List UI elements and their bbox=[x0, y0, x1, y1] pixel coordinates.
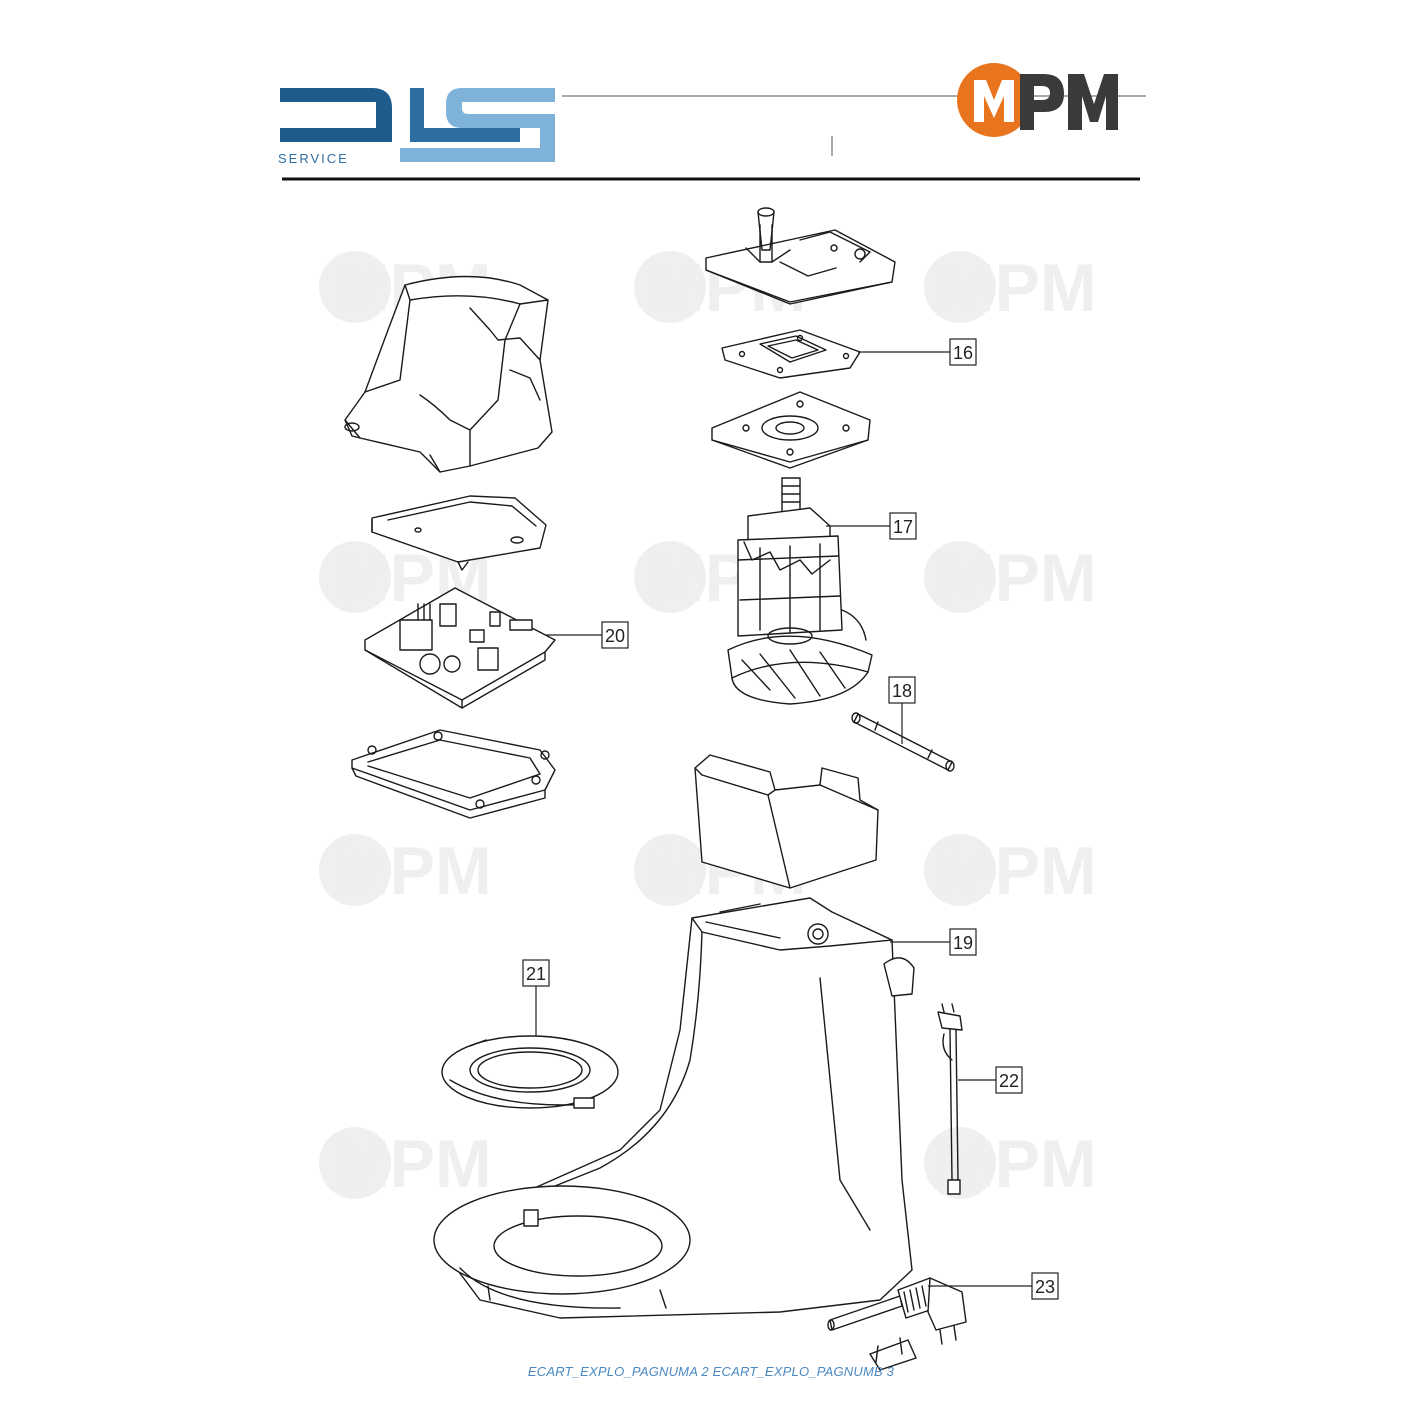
top-housing-part bbox=[344, 275, 553, 473]
callout-20: 20 bbox=[601, 621, 629, 649]
callout-22-label: 22 bbox=[999, 1071, 1019, 1091]
callout-layer bbox=[535, 351, 1032, 1287]
callout-20-label: 20 bbox=[605, 626, 625, 646]
watermark-text: MPM bbox=[333, 1126, 492, 1202]
callout-16: 16 bbox=[949, 338, 977, 366]
pcb-part bbox=[364, 587, 556, 709]
callout-18-label: 18 bbox=[892, 681, 912, 701]
footer-reference: ECART_EXPLO_PAGNUMA 2 ECART_EXPLO_PAGNUM… bbox=[527, 1364, 895, 1379]
callout-23-label: 23 bbox=[1035, 1277, 1055, 1297]
watermark-logo: MPM bbox=[319, 1126, 492, 1202]
seal-part bbox=[721, 329, 861, 379]
callout-16-label: 16 bbox=[953, 343, 973, 363]
callout-21: 21 bbox=[522, 959, 550, 987]
cup-insert-part bbox=[694, 754, 879, 889]
shaft-part bbox=[851, 712, 955, 772]
watermark-logo: MPM bbox=[924, 1126, 1097, 1202]
watermark-text: MPM bbox=[938, 1126, 1097, 1202]
motor-plate-part bbox=[711, 391, 871, 469]
watermark-text: MPM bbox=[938, 250, 1097, 326]
callout-22: 22 bbox=[995, 1066, 1023, 1094]
watermark-logo: MPM bbox=[924, 540, 1097, 616]
callout-19: 19 bbox=[949, 928, 977, 956]
watermark-grid: MPMMPMMPMMPMMPMMPMMPMMPMMPMMPMMPMMPM bbox=[319, 250, 1097, 1202]
power-cord-part bbox=[827, 1277, 967, 1371]
board-cover-part bbox=[371, 495, 547, 571]
callout-21-label: 21 bbox=[526, 964, 546, 984]
watermark-text: MPM bbox=[938, 540, 1097, 616]
callout-19-label: 19 bbox=[953, 933, 973, 953]
callout-23: 23 bbox=[1031, 1272, 1059, 1300]
watermark-logo: MPM bbox=[319, 833, 492, 909]
base-gasket-part bbox=[351, 729, 556, 819]
watermark-logo: MPM bbox=[924, 250, 1097, 326]
mpm-logo bbox=[957, 63, 1118, 137]
main-body-part bbox=[433, 897, 915, 1319]
ring-part bbox=[441, 1035, 619, 1109]
top-mount-plate-part bbox=[705, 207, 896, 305]
dls-subtitle: SERVICE bbox=[278, 151, 349, 166]
watermark-text: MPM bbox=[938, 833, 1097, 909]
callout-17: 17 bbox=[889, 512, 917, 540]
dls-logo: SERVICE bbox=[278, 88, 555, 166]
motor-part bbox=[727, 477, 873, 705]
callout-17-label: 17 bbox=[893, 517, 913, 537]
watermark-text: MPM bbox=[333, 833, 492, 909]
watermark-logo: MPM bbox=[924, 833, 1097, 909]
callout-18: 18 bbox=[888, 676, 916, 704]
cable-harness-part bbox=[937, 1003, 963, 1195]
